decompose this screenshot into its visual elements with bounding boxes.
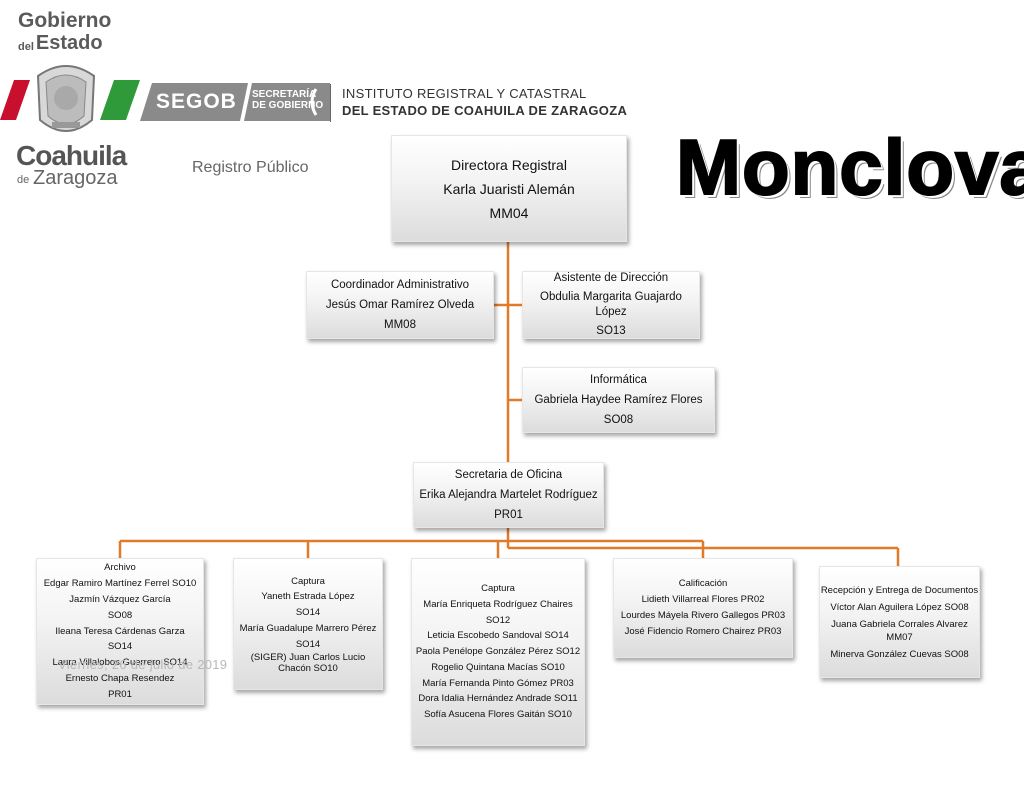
captura1-line: SO14 bbox=[295, 638, 321, 650]
captura1-line: (SIGER) Juan Carlos Lucio Chacón SO10 bbox=[250, 652, 366, 675]
captura1-line: María Guadalupe Marrero Pérez bbox=[239, 622, 377, 634]
segob-text: SEGOB bbox=[156, 90, 237, 113]
city-title: Monclova bbox=[675, 122, 1024, 212]
secretaria-line1: SECRETARÍA bbox=[252, 89, 317, 100]
archivo-line: Laura Villalobos Guerrero SO14 bbox=[52, 657, 188, 669]
coahuila-logo-text: Coahuila bbox=[16, 140, 127, 171]
secretaria-gobierno-text: SECRETARÍA DE GOBIERNO bbox=[252, 89, 323, 111]
captura2-line: Paola Penélope González Pérez SO12 bbox=[415, 646, 581, 658]
captura1-line: SO14 bbox=[295, 607, 321, 619]
captura1-line: Captura bbox=[291, 575, 325, 587]
captura1-line: Yaneth Estrada López bbox=[261, 591, 355, 603]
instituto-title-line2: DEL ESTADO DE COAHUILA DE ZARAGOZA bbox=[342, 103, 628, 118]
footer-date: Viernes, 26 de julio de 2019 bbox=[58, 657, 228, 672]
org-box-secretaria: Secretaria de Oficina Erika Alejandra Ma… bbox=[413, 462, 604, 528]
org-box-recepcion: Recepción y Entrega de Documentos Víctor… bbox=[819, 566, 980, 678]
org-box-captura-2: Captura María Enriqueta Rodríguez Chaire… bbox=[411, 558, 585, 746]
director-code: MM04 bbox=[489, 204, 529, 221]
org-box-director: Directora Registral Karla Juaristi Alemá… bbox=[391, 135, 627, 242]
archivo-line: SO14 bbox=[107, 641, 133, 653]
director-title: Directora Registral bbox=[451, 156, 567, 173]
registro-publico-label: Registro Público bbox=[192, 159, 309, 176]
org-box-informatica: Informática Gabriela Haydee Ramírez Flor… bbox=[522, 367, 715, 433]
archivo-line: SO08 bbox=[107, 609, 133, 621]
org-box-coordinador: Coordinador Administrativo Jesús Omar Ra… bbox=[306, 271, 494, 339]
archivo-line: Archivo bbox=[104, 562, 136, 574]
asistente-title: Asistente de Dirección bbox=[553, 272, 669, 284]
calificacion-line: Lidieth Villarreal Flores PR02 bbox=[641, 594, 765, 605]
captura2-line: Rogelio Quintana Macías SO10 bbox=[431, 661, 565, 673]
informatica-name: Gabriela Haydee Ramírez Flores bbox=[534, 394, 703, 406]
captura2-line: Dora Idalia Hernández Andrade SO11 bbox=[418, 693, 578, 705]
captura2-line: María Enriqueta Rodríguez Chaires SO12 bbox=[423, 598, 573, 626]
informatica-title: Informática bbox=[590, 374, 647, 386]
captura2-line: María Fernanda Pinto Gómez PR03 bbox=[422, 677, 574, 689]
logo-del-text: del bbox=[18, 41, 34, 53]
asistente-code: SO13 bbox=[596, 325, 626, 337]
header-divider bbox=[330, 84, 331, 122]
asistente-name: Obdulia Margarita Guajardo López bbox=[540, 291, 682, 318]
calificacion-line: José Fidencio Romero Chairez PR03 bbox=[624, 626, 782, 637]
recepcion-line: Minerva González Cuevas SO08 bbox=[830, 648, 969, 660]
captura2-line: Captura bbox=[481, 582, 515, 594]
secretaria-title: Secretaria de Oficina bbox=[454, 469, 563, 481]
archivo-line: Edgar Ramiro Martínez Ferrel SO10 bbox=[43, 578, 197, 590]
recepcion-line: Juana Gabriela Corrales Alvarez MM07 bbox=[831, 618, 968, 643]
archivo-line: Ernesto Chapa Resendez bbox=[65, 672, 175, 684]
informatica-code: SO08 bbox=[603, 414, 634, 426]
logo-gobierno-text: Gobierno bbox=[18, 9, 112, 32]
logo-de-text: de bbox=[17, 174, 30, 186]
tricolor-band-icon bbox=[0, 80, 140, 120]
calificacion-line: Calificación bbox=[678, 578, 728, 589]
segob-logo bbox=[140, 83, 330, 121]
secretaria-code: PR01 bbox=[494, 509, 523, 521]
org-box-asistente: Asistente de Dirección Obdulia Margarita… bbox=[522, 271, 700, 339]
archivo-line: Jazmín Vázquez García bbox=[69, 594, 171, 605]
captura2-line: Sofía Asucena Flores Gaitán SO10 bbox=[424, 709, 572, 721]
coordinador-name: Jesús Omar Ramírez Olveda bbox=[325, 299, 475, 311]
instituto-title-line1: INSTITUTO REGISTRAL Y CATASTRAL bbox=[342, 86, 587, 101]
zaragoza-logo-text: Zaragoza bbox=[33, 167, 118, 189]
logo-estado-text: Estado bbox=[35, 32, 103, 54]
coahuila-seal-icon bbox=[36, 65, 96, 132]
director-name: Karla Juaristi Alemán bbox=[443, 180, 575, 197]
coordinador-title: Coordinador Administrativo bbox=[330, 279, 470, 291]
archivo-line: PR01 bbox=[108, 688, 132, 700]
org-box-captura-1: Captura Yaneth Estrada López SO14 María … bbox=[233, 558, 383, 690]
coordinador-code: MM08 bbox=[384, 319, 416, 331]
recepcion-line: Recepción y Entrega de Documentos bbox=[820, 584, 979, 596]
secretaria-name: Erika Alejandra Martelet Rodríguez bbox=[419, 489, 598, 501]
calificacion-line: Lourdes Máyela Rivero Gallegos PR03 bbox=[620, 610, 786, 621]
org-box-calificacion: Calificación Lidieth Villarreal Flores P… bbox=[613, 558, 793, 658]
secretaria-line2: DE GOBIERNO bbox=[252, 100, 324, 111]
recepcion-line: Víctor Alan Aguilera López SO08 bbox=[830, 601, 969, 613]
captura2-line: Leticia Escobedo Sandoval SO14 bbox=[427, 630, 569, 642]
org-box-archivo: Archivo Edgar Ramiro Martínez Ferrel SO1… bbox=[36, 558, 204, 705]
archivo-line: Ileana Teresa Cárdenas Garza bbox=[55, 625, 185, 637]
